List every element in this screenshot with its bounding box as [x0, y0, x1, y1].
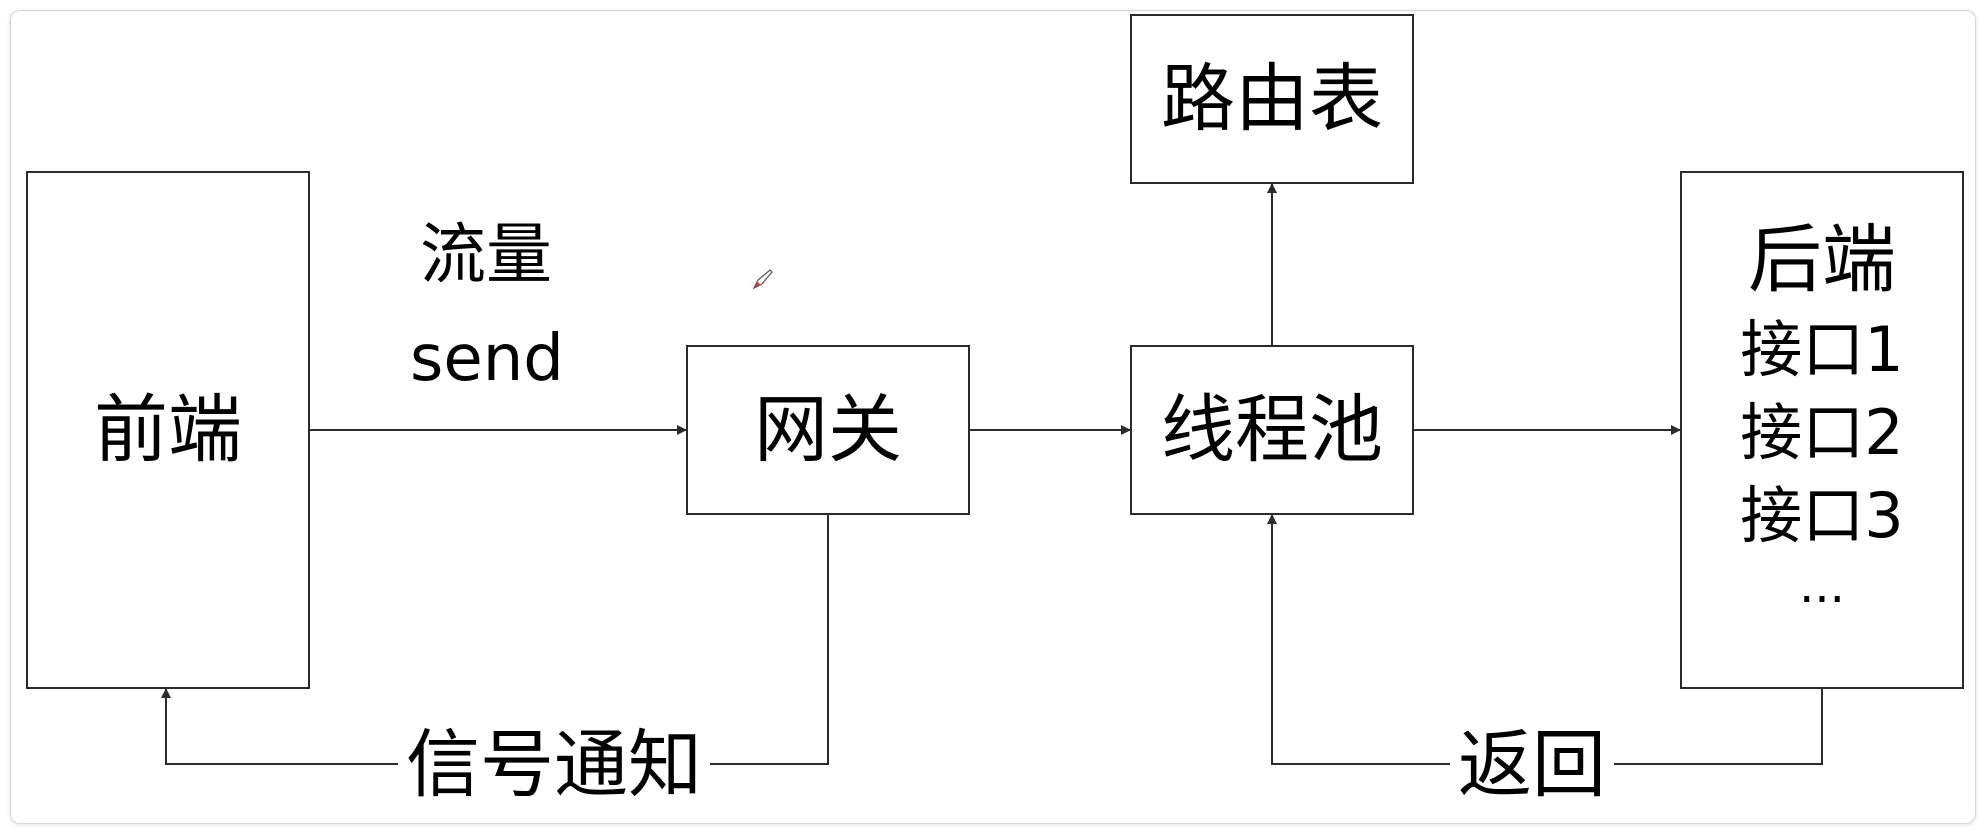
edge-label-return: 返回 — [1450, 728, 1614, 802]
frontend-label: 前端 — [94, 387, 242, 473]
backend-title: 后端 — [1748, 217, 1896, 303]
threadpool-node: 线程池 — [1130, 345, 1414, 515]
routing-table-node: 路由表 — [1130, 14, 1414, 184]
routing-table-label: 路由表 — [1161, 56, 1383, 142]
backend-interface-1: 接口1 — [1740, 313, 1904, 386]
edge-label-send: send — [410, 322, 564, 396]
backend-node: 后端 接口1 接口2 接口3 ... — [1680, 171, 1964, 689]
backend-interface-2: 接口2 — [1740, 396, 1904, 469]
threadpool-label: 线程池 — [1161, 387, 1383, 473]
edge-label-signal-notify: 信号通知 — [398, 728, 710, 802]
pen-cursor-icon — [752, 269, 773, 290]
backend-interface-3: 接口3 — [1740, 479, 1904, 552]
gateway-label: 网关 — [754, 387, 902, 473]
frontend-node: 前端 — [26, 171, 310, 689]
edge-label-flow: 流量 — [420, 216, 552, 293]
backend-more: ... — [1799, 558, 1845, 614]
diagram-frame — [10, 10, 1976, 824]
gateway-node: 网关 — [686, 345, 970, 515]
